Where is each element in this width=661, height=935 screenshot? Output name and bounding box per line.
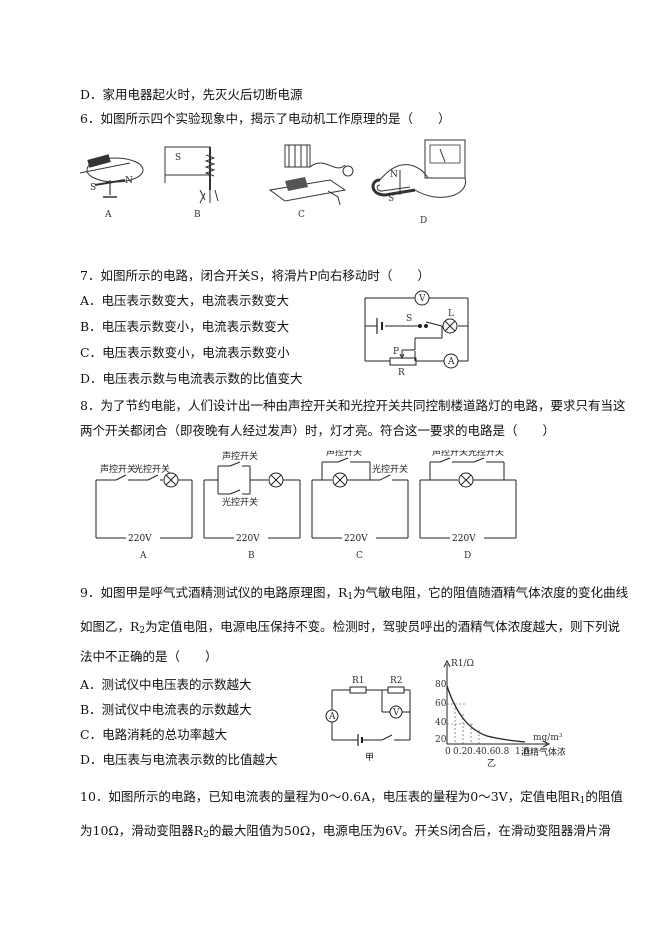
q9-option-a: A．测试仪中电压表的示数越大 xyxy=(80,677,252,692)
q7-rheostat-label: R xyxy=(398,368,405,378)
q9-ytick-80: 80 xyxy=(435,680,447,690)
svg-text:N: N xyxy=(125,176,133,186)
q6-label-c: C xyxy=(298,210,305,220)
svg-text:N: N xyxy=(390,170,398,180)
q6-figures: S N A S B C N S D xyxy=(79,139,466,226)
q6-label-a: A xyxy=(104,210,112,220)
q9-xtick-06: 0.6 xyxy=(481,747,496,757)
q9-graph-ylabel: R1/Ω xyxy=(451,659,474,669)
q8-line1: 8．为了节约电能，人们设计出一种由声控开关和光控开关共同控制楼道路灯的电路，要求… xyxy=(80,398,626,413)
q7-voltmeter-label: V xyxy=(418,294,426,304)
q9-ytick-20: 20 xyxy=(435,735,447,745)
q9-line1: 9．如图甲是呼气式酒精测试仪的电路原理图，R1为气敏电阻，它的阻值随酒精气体浓度… xyxy=(80,585,629,602)
q8-d-sound-label: 声控开关 xyxy=(432,450,468,458)
q6-figure-c: C xyxy=(268,144,354,220)
q6-label-b: B xyxy=(194,210,201,220)
svg-text:S: S xyxy=(175,153,181,163)
q7-ammeter-label: A xyxy=(447,357,455,367)
q8-a-voltage: 220V xyxy=(128,534,152,544)
q9-r2-label: R2 xyxy=(390,676,403,686)
q8-circuit-d xyxy=(419,457,517,539)
q6-figure-d: N S D xyxy=(371,139,466,226)
q9-option-c: C．电路消耗的总功率越大 xyxy=(80,727,228,742)
q9-option-d: D．电压表与电流表示数的比值越大 xyxy=(80,752,278,767)
q9-xtick-10: 1.0 xyxy=(515,747,530,757)
q9-ammeter-label: A xyxy=(328,712,336,722)
q8-circuit-b xyxy=(203,461,301,539)
q6-figure-b: S B xyxy=(164,146,219,220)
q9-option-b: B．测试仪中电流表的示数越大 xyxy=(80,702,252,717)
q8-c-sound-label: 声控开关 xyxy=(326,450,362,458)
q9-line2: 如图乙，R2为定值电阻，电源电压保持不变。检测时，驾驶员呼出的酒精气体浓度越大，… xyxy=(80,619,621,636)
q8-line2: 两个开关都闭合（即夜晚有人经过发声）时，灯才亮。符合这一要求的电路是（ ） xyxy=(80,423,556,438)
q8-d-light-label: 光控开关 xyxy=(468,450,504,458)
q10-line1: 10．如图所示的电路，已知电流表的量程为0～0.6A，电压表的量程为0～3V，定… xyxy=(80,789,623,806)
q8-c-light-label: 光控开关 xyxy=(372,463,408,475)
q7-circuit: V S L P A R xyxy=(364,290,469,378)
q6-label-d: D xyxy=(420,216,427,226)
q9-line3: 法中不正确的是（ ） xyxy=(80,649,218,664)
q9-ytick-60: 60 xyxy=(435,699,447,709)
svg-text:S: S xyxy=(388,194,394,204)
q6-stem: 6．如图所示四个实验现象中，揭示了电动机工作原理的是（ ） xyxy=(80,111,451,126)
q9-graph-xlabel: 酒精气体浓度 xyxy=(521,746,565,758)
q7-option-c: C．电压表示数变小，电流表示数变小 xyxy=(80,345,290,360)
q9-xtick-08: 0.8 xyxy=(495,747,510,757)
q9-curve xyxy=(446,685,526,743)
q8-label-c: C xyxy=(356,551,363,561)
q8-circuits: 声控开关 光控开关 220V A 声控开关 光控开关 220V B 声控开关 光… xyxy=(95,450,517,561)
q9-circuit-jia: R1 R2 A V 甲 xyxy=(325,676,411,762)
q8-b-voltage: 220V xyxy=(236,534,260,544)
q8-label-a: A xyxy=(139,551,147,561)
q7-slider-label: P xyxy=(393,347,399,357)
q9-r1-label: R1 xyxy=(352,676,365,686)
q8-label-d: D xyxy=(464,551,471,561)
q9-xtick-0: 0 xyxy=(445,747,451,757)
q8-a-sound-label: 声控开关 xyxy=(100,463,136,475)
q9-jia-caption: 甲 xyxy=(365,752,374,762)
q7-lamp-label: L xyxy=(448,309,454,319)
q10-line2: 为10Ω，滑动变阻器R2的最大阻值为50Ω，电源电压为6V。开关S闭合后，在滑动… xyxy=(80,823,611,840)
q9-xtick-02: 0.2 xyxy=(453,747,467,757)
q8-label-b: B xyxy=(248,551,255,561)
q9-graph-yi: R1/Ω 80 60 40 20 0 0.2 0.4 0.6 0.8 1.0 m… xyxy=(435,659,565,768)
q9-voltmeter-label: V xyxy=(392,708,400,718)
q8-c-voltage: 220V xyxy=(344,534,368,544)
q8-b-light-label: 光控开关 xyxy=(222,496,258,508)
q9-ytick-40: 40 xyxy=(435,718,447,728)
q7-switch-label: S xyxy=(406,314,412,324)
q8-d-voltage: 220V xyxy=(452,534,476,544)
q8-b-sound-label: 声控开关 xyxy=(222,450,258,462)
svg-text:S: S xyxy=(90,183,96,193)
q8-circuit-a xyxy=(95,472,193,539)
q7-option-b: B．电压表示数变小，电流表示数变大 xyxy=(80,319,290,334)
q8-a-light-label: 光控开关 xyxy=(134,463,170,475)
q7-option-d: D．电压表示数与电流表示数的比值变大 xyxy=(80,371,303,386)
q6-figure-a: S N A xyxy=(79,154,144,220)
q7-option-a: A．电压表示数变大，电流表示数变大 xyxy=(80,293,290,308)
q9-yi-caption: 乙 xyxy=(487,758,496,768)
q5-option-d: D．家用电器起火时，先灭火后切断电源 xyxy=(80,87,303,102)
q8-circuit-c xyxy=(311,457,409,539)
q9-graph-xunit: mg/m³ xyxy=(533,733,563,743)
q9-xtick-04: 0.4 xyxy=(467,747,482,757)
q7-stem: 7．如图所示的电路，闭合开关S，将滑片P向右移动时（ ） xyxy=(80,268,430,283)
